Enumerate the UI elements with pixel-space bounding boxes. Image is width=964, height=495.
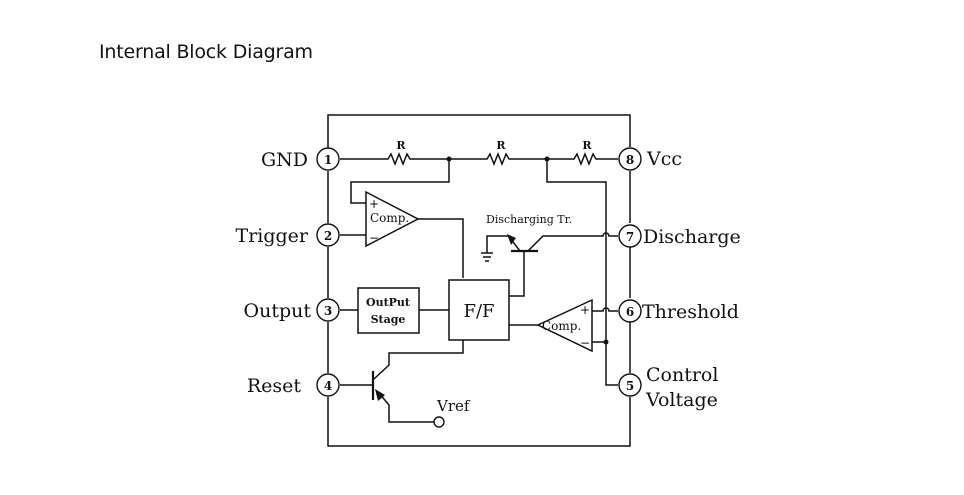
svg-text:−: − <box>580 336 590 350</box>
svg-text:2: 2 <box>324 229 332 243</box>
resistor-divider: R R R <box>340 139 618 167</box>
reset-transistor: Vref <box>340 340 471 428</box>
pin-5: 5 Control Voltage <box>618 364 718 411</box>
pin-label-reset: Reset <box>247 375 302 397</box>
pin-label-voltage: Voltage <box>645 389 718 411</box>
comparator-label: Comp. <box>542 319 581 333</box>
svg-text:+: + <box>580 303 590 317</box>
svg-text:1: 1 <box>324 153 332 167</box>
svg-text:6: 6 <box>626 305 634 319</box>
comparator-label: Comp. <box>370 211 409 225</box>
ground-icon <box>481 252 493 262</box>
svg-text:+: + <box>369 197 379 211</box>
pin-7: 7 Discharge <box>618 224 741 248</box>
page-title: Internal Block Diagram <box>99 41 313 63</box>
svg-text:7: 7 <box>626 230 634 244</box>
svg-text:Stage: Stage <box>371 313 406 326</box>
svg-text:3: 3 <box>324 304 332 318</box>
flip-flop-label: F/F <box>463 301 494 322</box>
pin-label-control: Control <box>646 364 718 386</box>
discharging-transistor-label: Discharging Tr. <box>486 213 572 226</box>
pin-label-vcc: Vcc <box>646 148 682 170</box>
pin-6: 6 Threshold <box>618 299 739 323</box>
svg-text:OutPut: OutPut <box>366 296 411 309</box>
control-voltage-wire <box>546 159 618 386</box>
vref-label: Vref <box>436 397 471 415</box>
svg-text:8: 8 <box>626 153 634 167</box>
package-outline <box>327 114 631 447</box>
pin-label-trigger: Trigger <box>236 225 309 247</box>
pin-label-gnd: GND <box>261 149 308 171</box>
resistor-label-1: R <box>396 139 406 152</box>
pin-label-output: Output <box>244 300 312 322</box>
pin-label-discharge: Discharge <box>643 226 741 248</box>
pin-2: 2 Trigger <box>236 223 340 247</box>
trigger-comparator: + Comp. − <box>340 159 464 278</box>
svg-text:5: 5 <box>626 379 634 393</box>
pin-4: 4 Reset <box>247 373 340 397</box>
pin-3: 3 Output <box>244 298 340 322</box>
svg-text:4: 4 <box>324 379 332 393</box>
pin-label-threshold: Threshold <box>642 301 739 323</box>
arrow-icon <box>375 389 385 401</box>
resistor-label-2: R <box>496 139 506 152</box>
output-stage: OutPut Stage <box>340 287 449 334</box>
pin-1: 1 GND <box>261 147 340 171</box>
svg-text:−: − <box>369 231 379 245</box>
arrow-icon <box>507 234 516 245</box>
discharging-transistor: Discharging Tr. <box>481 213 618 297</box>
vref-terminal <box>433 416 445 428</box>
resistor-label-3: R <box>582 139 592 152</box>
pin-8: 8 Vcc <box>618 147 682 171</box>
threshold-comparator: + Comp. − <box>509 298 618 353</box>
flip-flop: F/F <box>448 279 510 341</box>
